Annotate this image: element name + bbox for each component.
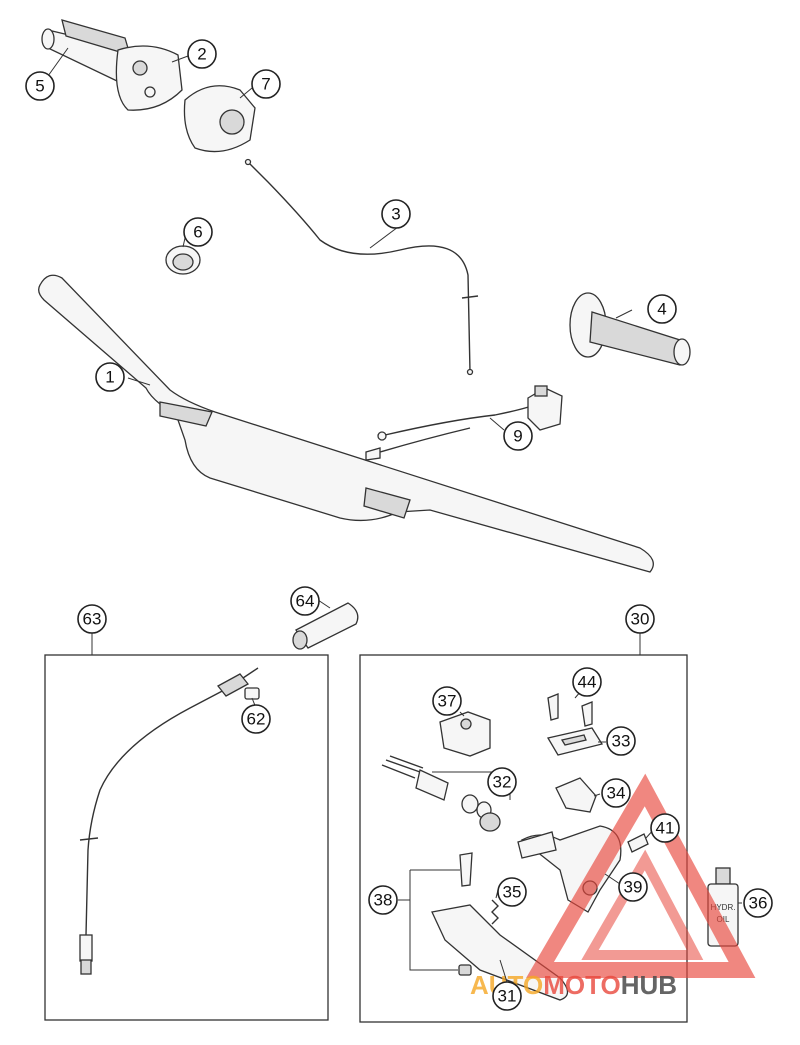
nut-part-62 — [244, 687, 260, 700]
callout-2: 2 — [187, 39, 217, 69]
callout-1-label: 1 — [105, 368, 114, 387]
callout-33: 33 — [606, 726, 636, 756]
kit-30-frame — [359, 633, 688, 1023]
callout-7-label: 7 — [261, 75, 270, 94]
cap-part-64 — [292, 602, 359, 650]
callout-62: 62 — [241, 704, 271, 734]
screws-part-44 — [547, 693, 593, 727]
callout-33-label: 33 — [612, 732, 631, 751]
callout-32: 32 — [487, 767, 517, 797]
callout-36-label: 36 — [749, 894, 768, 913]
callout-6: 6 — [183, 217, 213, 247]
callout-38: 38 — [368, 885, 398, 915]
callout-4-label: 4 — [657, 300, 666, 319]
kill-switch-part-9 — [365, 385, 563, 461]
cable-part-63 — [79, 667, 259, 975]
bushing-part-6 — [165, 245, 201, 275]
callout-63: 63 — [77, 604, 107, 634]
callout-62-label: 62 — [247, 710, 266, 729]
diaphragm-part-34 — [555, 777, 597, 813]
watermark-text: AUTOMOTOHUB — [470, 970, 677, 1000]
callout-30: 30 — [625, 604, 655, 634]
bottle-label-line1: HYDR. — [711, 903, 736, 912]
callout-30-label: 30 — [631, 610, 650, 629]
throttle-housing-part-2 — [115, 45, 183, 111]
callout-3: 3 — [381, 199, 411, 229]
callout-35: 35 — [497, 877, 527, 907]
spring-part-35 — [491, 899, 499, 925]
reservoir-cover-part-33 — [546, 727, 604, 756]
callout-4: 4 — [647, 294, 677, 324]
kit-63-frame — [44, 633, 329, 1021]
callout-34: 34 — [601, 778, 631, 808]
callout-44: 44 — [572, 667, 602, 697]
callout-36: 36 — [743, 888, 773, 918]
callout-5: 5 — [25, 71, 55, 101]
leader-lines — [47, 47, 742, 983]
callout-41-label: 41 — [656, 819, 675, 838]
callout-63-label: 63 — [83, 610, 102, 629]
callout-9: 9 — [503, 421, 533, 451]
throttle-cable-part-3 — [244, 158, 479, 376]
clamp-part-37 — [439, 711, 491, 757]
throttle-cover-part-7 — [183, 85, 256, 153]
handlebar-part-1 — [38, 274, 654, 573]
callout-44-label: 44 — [578, 673, 597, 692]
piston-kit-part-32 — [381, 755, 511, 832]
callout-64-label: 64 — [296, 592, 315, 611]
callout-6-label: 6 — [193, 223, 202, 242]
callout-9-label: 9 — [513, 427, 522, 446]
callout-64: 64 — [290, 586, 320, 616]
callout-5-label: 5 — [35, 77, 44, 96]
callout-31-label: 31 — [498, 987, 517, 1006]
callout-37: 37 — [432, 686, 462, 716]
callout-3-label: 3 — [391, 205, 400, 224]
watermark-logo — [526, 773, 756, 978]
callout-41: 41 — [650, 813, 680, 843]
callout-31: 31 — [492, 981, 522, 1011]
callout-2-label: 2 — [197, 45, 206, 64]
callout-35-label: 35 — [503, 883, 522, 902]
watermark-hub: HUB — [621, 970, 677, 1000]
callout-39: 39 — [618, 872, 648, 902]
callout-34-label: 34 — [607, 784, 626, 803]
callout-7: 7 — [251, 69, 281, 99]
callout-38-label: 38 — [374, 891, 393, 910]
left-grip-part-4 — [569, 292, 691, 366]
watermark-moto: MOTO — [543, 970, 621, 1000]
bolt-part-41 — [627, 833, 649, 853]
callout-32-label: 32 — [493, 773, 512, 792]
callout-39-label: 39 — [624, 878, 643, 897]
callout-1: 1 — [95, 362, 125, 392]
callout-37-label: 37 — [438, 692, 457, 711]
